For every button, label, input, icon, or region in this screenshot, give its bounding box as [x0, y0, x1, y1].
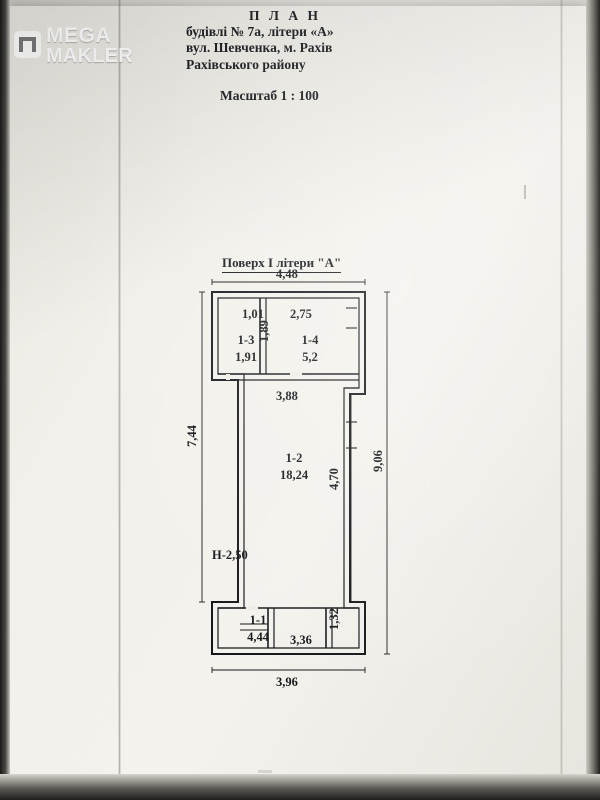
- page-edge-left: [0, 0, 10, 800]
- dim-room12-right: 4,70: [327, 468, 341, 490]
- ceiling-height-note: Н-2,50: [212, 548, 248, 562]
- watermark-line-2: MAKLER: [46, 44, 133, 67]
- dim-right-vertical: 9,06: [371, 450, 385, 472]
- scan-artifact-1: [524, 185, 526, 199]
- floor-plan-drawing: 1,01 1,89 2,75 1-3 1,91 1-4 5,2 3,88 1-2…: [185, 267, 390, 689]
- room-id-1-2: 1-2: [286, 451, 303, 465]
- room-area-1-2: 18,24: [280, 468, 309, 482]
- header-line-4: Рахівського району: [186, 56, 306, 72]
- dim-bottom-overall: 3,96: [276, 675, 298, 689]
- dimension-lines: [199, 279, 390, 673]
- room-id-1-1: 1-1: [250, 613, 267, 627]
- page-title: П Л А Н: [249, 8, 321, 23]
- document-header: П Л А Н будівлі № 7а, літери «А» вул. Ше…: [186, 8, 506, 104]
- dim-room14-width: 2,75: [290, 307, 312, 321]
- room-id-1-4: 1-4: [302, 333, 319, 347]
- dim-room11-bottom-right: 3,36: [290, 633, 312, 647]
- room-id-1-3: 1-3: [238, 333, 255, 347]
- paper-fold-left: [118, 0, 121, 790]
- room-area-1-4: 5,2: [302, 350, 318, 364]
- watermark-line-1: MEGA: [46, 24, 111, 48]
- dim-room13-width: 1,01: [242, 307, 264, 321]
- room-area-1-3: 1,91: [235, 350, 257, 364]
- room-area-1-1: 4,44: [247, 630, 270, 644]
- dim-corridor-depth: 1,89: [257, 320, 271, 342]
- mega-makler-logo-icon: [14, 30, 41, 58]
- window-marks: [240, 307, 357, 631]
- dim-left-vertical: 7,44: [185, 424, 199, 447]
- page-edge-bottom: [0, 774, 600, 800]
- scale-note: Масштаб 1 : 100: [220, 88, 319, 104]
- dim-room12-top: 3,88: [276, 389, 298, 403]
- scan-artifact-2: [258, 770, 272, 773]
- watermark-logo: MEGA MAKLER: [14, 22, 133, 70]
- paper-fold-right: [560, 0, 563, 790]
- page-edge-right: [586, 0, 600, 800]
- floor-title: Поверх I літери "А": [222, 255, 342, 273]
- watermark-text: MEGA MAKLER: [46, 24, 133, 67]
- dim-bottom-right-vertical: 1,32: [327, 608, 341, 630]
- header-line-3: вул. Шевченка, м. Рахів: [186, 40, 333, 56]
- dim-top-overall: 4,48: [276, 267, 298, 281]
- header-line-2: будівлі № 7а, літери «А»: [186, 24, 334, 39]
